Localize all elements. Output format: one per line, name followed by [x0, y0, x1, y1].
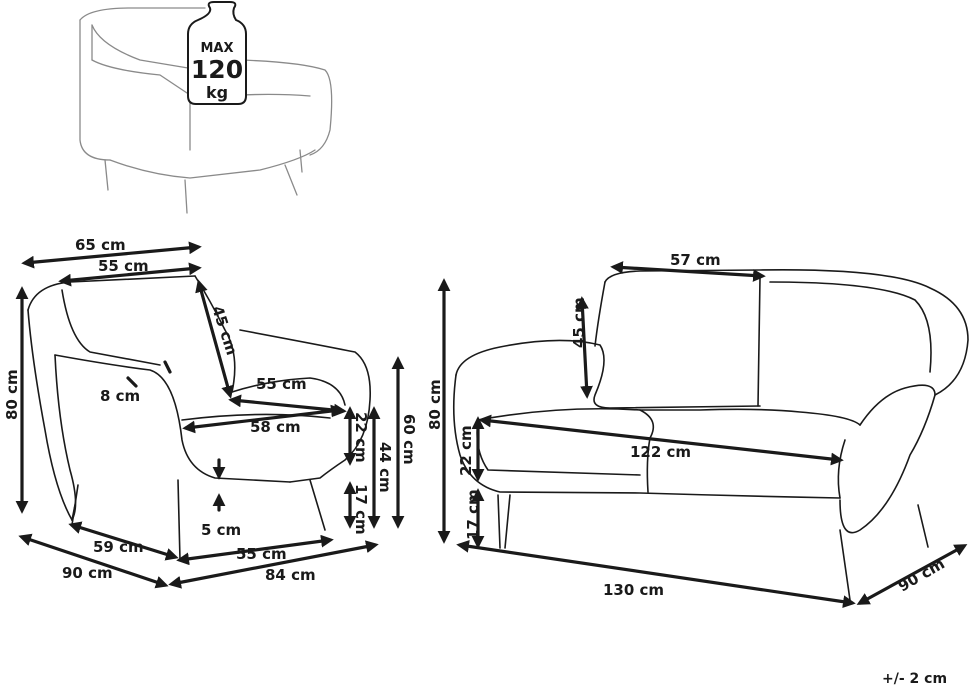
armchair-seat-depth-label: 55 cm: [256, 375, 307, 393]
sofa-total-height-label: 80 cm: [426, 379, 444, 430]
armchair-dimension-labels: 65 cm 55 cm 45 cm 8 cm 55 cm 58 cm 80 cm…: [3, 236, 418, 584]
armchair-side-depth-label: 59 cm: [93, 538, 144, 556]
armchair-seat-width-label: 58 cm: [250, 418, 301, 436]
armchair-arm-height-label: 60 cm: [400, 414, 418, 465]
armchair-leg-height-label: 17 cm: [352, 484, 370, 535]
sofa-seat-cushion-label: 22 cm: [457, 425, 475, 476]
armchair-arm-thickness-label: 8 cm: [100, 387, 140, 405]
badge-unit-text: kg: [206, 83, 228, 102]
sofa-back-width-label: 57 cm: [670, 251, 721, 269]
armchair-front-inner-label: 55 cm: [236, 545, 287, 563]
badge-weight-text: 120: [191, 55, 243, 84]
armchair-inset-label: 5 cm: [201, 521, 241, 539]
ghost-armchair-illustration: [79, 7, 333, 214]
badge-max-text: MAX: [200, 41, 233, 56]
armchair-width-total-label: 65 cm: [75, 236, 126, 254]
armchair-width-front-label: 84 cm: [265, 566, 316, 584]
sofa-leg-height-label: 17 cm: [464, 489, 482, 540]
armchair-seat-cushion-label: 22 cm: [352, 412, 370, 463]
sofa-seat-width-label: 122 cm: [630, 443, 691, 461]
armchair-total-height-label: 80 cm: [3, 369, 21, 420]
armchair-outline: [27, 275, 372, 561]
sofa-depth-total-label: 90 cm: [895, 555, 948, 596]
armchair-depth-total-label: 90 cm: [62, 564, 113, 582]
sofa-width-total-label: 130 cm: [603, 581, 664, 599]
sofa-back-height-label: 45 cm: [570, 297, 588, 348]
tolerance-note: +/- 2 cm: [882, 671, 947, 687]
sofa-outline: [452, 269, 969, 601]
sofa-dimension-labels: 57 cm 45 cm 80 cm 22 cm 122 cm 17 cm 130…: [426, 251, 948, 599]
sofa-dimension-lines: [437, 261, 968, 609]
armchair-dimension-lines: [15, 241, 405, 589]
armchair-seat-height-label: 44 cm: [376, 442, 394, 493]
armchair-width-back-label: 55 cm: [98, 257, 149, 275]
max-weight-badge: MAX 120 kg: [187, 0, 247, 105]
